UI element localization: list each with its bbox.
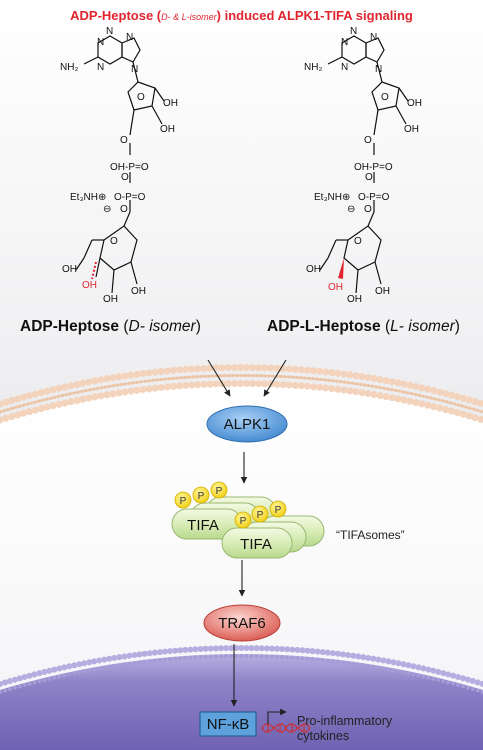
phospho-labels: P P P P P P <box>180 486 282 527</box>
title-part-2: ) induced ALPK1-TIFA signaling <box>216 8 413 23</box>
svg-text:O: O <box>120 204 128 215</box>
cytokines-line-2: cytokines <box>297 729 350 743</box>
tifasomes-label: “TIFAsomes” <box>336 528 405 542</box>
svg-text:OH: OH <box>163 98 178 109</box>
phospho-label: P <box>198 491 205 502</box>
svg-text:O: O <box>364 204 372 215</box>
svg-text:N: N <box>131 64 138 75</box>
svg-text:OH: OH <box>131 286 146 297</box>
svg-text:OH: OH <box>328 282 343 293</box>
compound-name-left: ADP-Heptose (D- isomer) <box>20 318 201 336</box>
svg-text:N: N <box>97 62 104 73</box>
svg-text:OH: OH <box>82 280 97 291</box>
svg-text:O: O <box>381 92 389 103</box>
compound-right-isomer: (L- isomer) <box>384 318 460 335</box>
svg-text:⊖: ⊖ <box>103 204 111 215</box>
plasma-membrane <box>0 364 483 424</box>
svg-text:OH-P=O: OH-P=O <box>354 162 393 173</box>
svg-text:N: N <box>341 62 348 73</box>
svg-text:O: O <box>364 135 372 146</box>
svg-text:Et₃NH⊕: Et₃NH⊕ <box>314 192 350 203</box>
traf6-label: TRAF6 <box>218 614 266 632</box>
svg-text:OH: OH <box>160 124 175 135</box>
svg-text:OH: OH <box>375 286 390 297</box>
alpk1-label: ALPK1 <box>223 415 271 433</box>
svg-text:⊖: ⊖ <box>347 204 355 215</box>
svg-text:O-P=O: O-P=O <box>114 192 146 203</box>
compound-name-right: ADP-L-Heptose (L- isomer) <box>267 318 460 336</box>
phospho-label: P <box>257 510 264 521</box>
adp-heptose-stereo-bond <box>91 261 97 280</box>
arrow-d-to-alpk1 <box>207 359 231 397</box>
compound-left-isomer: (D- isomer) <box>123 318 201 335</box>
svg-text:N: N <box>106 26 113 37</box>
svg-text:O: O <box>354 236 362 247</box>
svg-text:O: O <box>121 172 129 183</box>
svg-text:NH₂: NH₂ <box>304 62 322 73</box>
svg-text:N: N <box>370 32 377 43</box>
transcription-arrow-icon <box>267 708 287 724</box>
phospho-label: P <box>240 516 247 527</box>
svg-text:O: O <box>365 172 373 183</box>
dna-helix-icon <box>261 723 311 733</box>
compound-right-name: ADP-L-Heptose <box>267 318 381 335</box>
compound-left-name: ADP-Heptose <box>20 318 120 335</box>
svg-text:OH: OH <box>103 294 118 305</box>
alpk1-node <box>206 405 288 443</box>
svg-text:OH: OH <box>404 124 419 135</box>
svg-text:N: N <box>350 26 357 37</box>
svg-text:OH-P=O: OH-P=O <box>110 162 149 173</box>
adp-heptose-structure <box>75 35 165 294</box>
arrow-l-to-alpk1 <box>263 359 287 397</box>
diagram-title: ADP-Heptose (D- & L-isomer) induced ALPK… <box>0 8 483 23</box>
svg-text:O-P=O: O-P=O <box>358 192 390 203</box>
svg-text:N: N <box>341 37 348 48</box>
adp-l-heptose-structure <box>319 35 409 294</box>
title-part-1: ADP-Heptose ( <box>70 8 162 23</box>
cytokines-line-1: Pro-inflammatory <box>297 714 393 728</box>
svg-text:OH: OH <box>407 98 422 109</box>
traf6-node <box>203 604 281 642</box>
nucleus <box>0 645 483 750</box>
svg-text:O: O <box>137 92 145 103</box>
svg-text:N: N <box>375 64 382 75</box>
svg-text:OH: OH <box>306 264 321 275</box>
svg-text:N: N <box>126 32 133 43</box>
title-subscript: D- & L-isomer <box>161 12 217 22</box>
svg-text:O: O <box>110 236 118 247</box>
tifasome-complex <box>171 481 325 559</box>
svg-text:OH: OH <box>347 294 362 305</box>
nfkb-node <box>199 711 257 737</box>
phospho-label: P <box>180 496 187 507</box>
adp-heptose-atom-labels: NH₂ N N N N N O OH OH O OH-P=O O Et₃NH⊕ … <box>60 26 178 305</box>
adp-l-heptose-stereo-bond <box>338 258 344 279</box>
nfkb-label: NF-κB <box>206 715 250 733</box>
tifa-label: TIFA <box>240 536 272 553</box>
amine-label: NH₂ <box>60 62 78 73</box>
svg-text:Et₃NH⊕: Et₃NH⊕ <box>70 192 106 203</box>
phospho-label: P <box>216 486 223 497</box>
tifa-label: TIFA <box>187 517 219 534</box>
svg-text:N: N <box>97 37 104 48</box>
cytokines-label: Pro-inflammatory cytokines <box>297 714 392 744</box>
svg-text:OH: OH <box>62 264 77 275</box>
phospho-label: P <box>275 505 282 516</box>
svg-text:O: O <box>120 135 128 146</box>
adp-l-heptose-atom-labels: NH₂ N N N N N O OH OH O OH-P=O O Et₃NH⊕ … <box>304 26 422 305</box>
